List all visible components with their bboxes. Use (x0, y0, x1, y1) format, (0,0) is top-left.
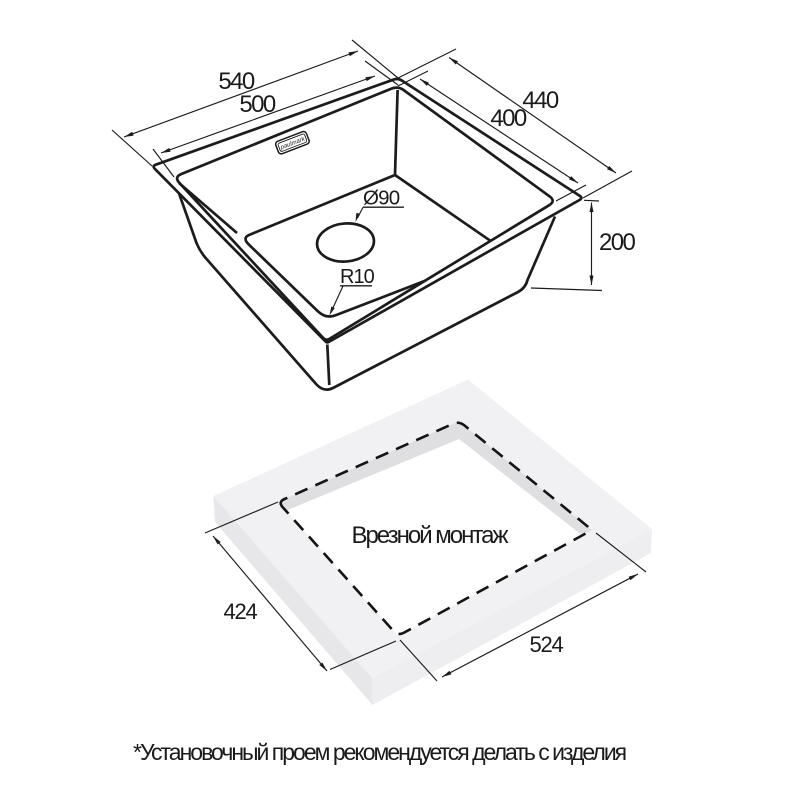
svg-text:200: 200 (599, 229, 635, 256)
svg-text:440: 440 (522, 87, 558, 114)
svg-text:424: 424 (223, 599, 257, 624)
svg-text:Ø90: Ø90 (363, 187, 400, 210)
svg-text:400: 400 (490, 105, 526, 132)
svg-text:R10: R10 (340, 266, 375, 288)
svg-text:*Установочный проем рекомендуе: *Установочный проем рекомендуется делать… (133, 739, 626, 765)
svg-text:500: 500 (239, 91, 275, 118)
svg-text:Врезной монтаж: Врезной монтаж (351, 522, 508, 549)
svg-text:524: 524 (529, 632, 563, 657)
svg-text:540: 540 (218, 68, 254, 95)
